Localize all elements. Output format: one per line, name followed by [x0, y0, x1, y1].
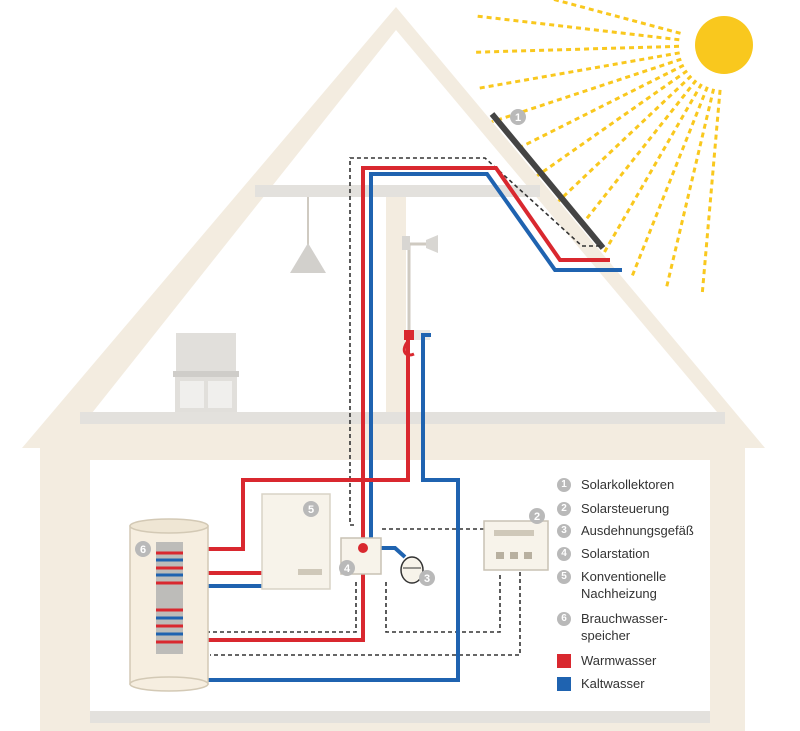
sun-rays	[474, 0, 722, 295]
solar-collector	[489, 112, 606, 250]
svg-text:4: 4	[344, 563, 351, 575]
sun-ray	[550, 0, 681, 35]
badge-1: 1	[510, 109, 526, 125]
legend-label: Kaltwasser	[581, 676, 645, 691]
legend-item-solar-station: 4 Solarstation	[557, 545, 650, 562]
legend-item-warm-water: Warmwasser	[557, 652, 656, 669]
solar-station-pump	[358, 543, 368, 553]
svg-text:6: 6	[140, 544, 146, 556]
sun-ray	[597, 83, 703, 263]
legend-label: Warmwasser	[581, 653, 657, 668]
control-lines	[192, 157, 600, 656]
legend-label: Brauchwasser-speicher	[581, 611, 668, 643]
badge-5: 5	[303, 501, 319, 517]
legend-num: 6	[557, 612, 571, 626]
sun-ray	[499, 63, 685, 159]
svg-text:2: 2	[534, 511, 540, 523]
sun-ray	[475, 14, 680, 42]
legend-num: 4	[557, 547, 571, 561]
legend-num: 5	[557, 570, 571, 584]
warm-water-swatch	[557, 654, 571, 668]
legend-label: Ausdehnungsgefäß	[581, 523, 694, 538]
expansion-vessel	[400, 556, 424, 584]
svg-text:5: 5	[308, 504, 314, 516]
legend-item-storage-tank: 6 Brauchwasser-speicher	[557, 610, 668, 644]
cold-water-swatch	[557, 677, 571, 691]
legend-label: Solarstation	[581, 546, 650, 561]
attic-beam	[255, 185, 540, 197]
sun-ray	[567, 79, 698, 243]
legend-item-expansion-vessel: 3 Ausdehnungsgefäß	[557, 522, 694, 539]
badge-2: 2	[529, 508, 545, 524]
badge-4: 4	[339, 560, 355, 576]
legend-item-cold-water: Kaltwasser	[557, 675, 645, 692]
sun-ray	[474, 44, 680, 54]
heater-vent	[298, 569, 322, 575]
legend-label: Solarsteuerung	[581, 501, 670, 516]
shower	[402, 235, 438, 357]
sun-ray	[477, 51, 680, 90]
sun-ray	[541, 74, 693, 218]
legend-num: 2	[557, 502, 571, 516]
upper-floor	[80, 412, 725, 424]
legend-label: Konventionelle Nachheizung	[581, 569, 667, 601]
sun-ray	[630, 86, 709, 278]
legend-num: 3	[557, 524, 571, 538]
badge-3: 3	[419, 570, 435, 586]
legend-label: Solarkollektoren	[581, 477, 675, 492]
sun-icon	[695, 16, 753, 74]
attic-post	[386, 197, 406, 418]
legend-item-solar-collectors: 1 Solarkollektoren	[557, 476, 674, 493]
legend-item-solar-controller: 2 Solarsteuerung	[557, 500, 669, 517]
sun-ray	[486, 57, 682, 126]
sun-ray	[664, 88, 716, 289]
cold-pipes	[196, 172, 622, 682]
legend-num: 1	[557, 478, 571, 492]
ceiling-lamp	[290, 197, 326, 273]
hot-pipes	[196, 166, 610, 642]
legend-item-conventional-heating: 5 Konventionelle Nachheizung	[557, 568, 691, 602]
solar-controller	[483, 520, 549, 571]
badge-6: 6	[135, 541, 151, 557]
ground-floor-slab	[90, 711, 710, 723]
cabinet	[173, 333, 239, 412]
svg-text:3: 3	[424, 573, 430, 585]
sun-ray	[700, 89, 722, 295]
svg-text:1: 1	[515, 112, 521, 124]
sun-ray	[518, 69, 688, 190]
